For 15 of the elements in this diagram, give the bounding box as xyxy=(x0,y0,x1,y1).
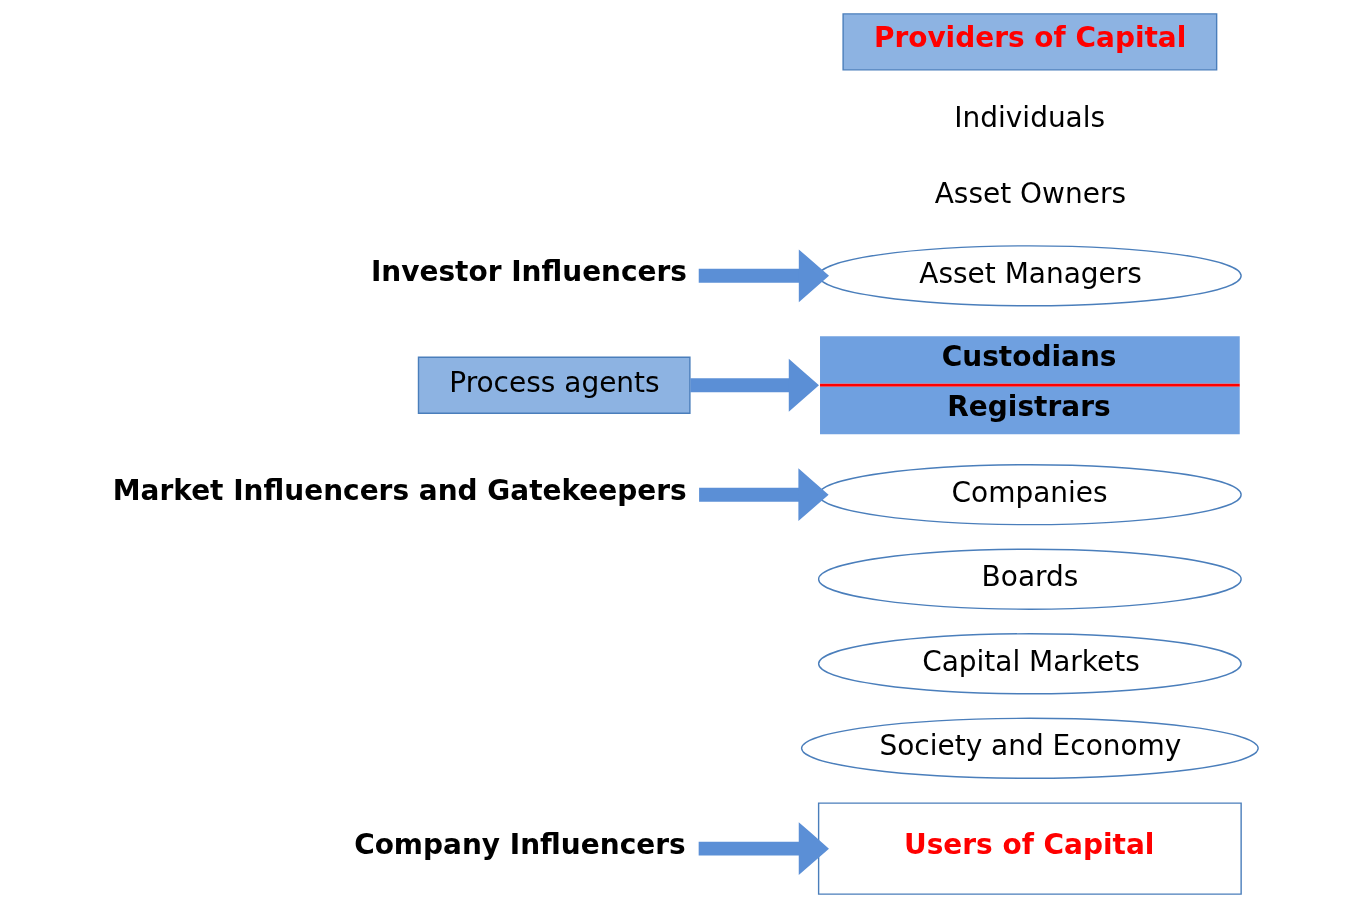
node-text: Company Influencers xyxy=(354,828,686,862)
node-ellipse: Capital Markets xyxy=(817,633,1242,695)
node-ellipse: Society and Economy xyxy=(800,717,1259,779)
node-box: Process agents xyxy=(417,356,691,414)
node-text: Investor Influencers xyxy=(370,255,688,289)
arrow xyxy=(698,249,830,303)
node-ellipse: Boards xyxy=(817,548,1242,610)
node-box: Users of Capital xyxy=(817,802,1242,895)
arrow xyxy=(699,468,829,522)
arrow xyxy=(690,358,819,412)
node-text: Market Influencers and Gatekeepers xyxy=(112,474,687,508)
node-text: Individuals xyxy=(954,101,1106,135)
node-box: Providers of Capital xyxy=(842,13,1218,71)
arrow xyxy=(698,822,829,876)
node-text: Asset Owners xyxy=(934,176,1126,210)
